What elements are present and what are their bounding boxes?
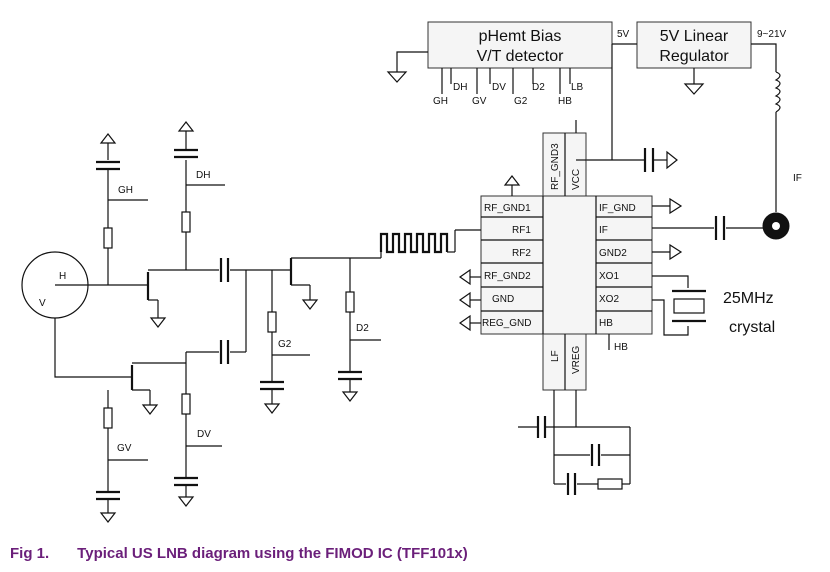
ic-pin-lf: LF xyxy=(550,350,561,362)
loop-filter-resistor-icon xyxy=(597,478,623,490)
figure-number: Fig 1. xyxy=(10,545,50,562)
if-gnd-ground-icon xyxy=(669,197,683,215)
net-d2-label: D2 xyxy=(356,323,369,334)
crystal-label: crystal xyxy=(729,319,775,336)
figure-title: Typical US LNB diagram using the FIMOD I… xyxy=(77,545,468,562)
ic-pin-rf1: RF1 xyxy=(512,225,531,236)
regulator-line1: 5V Linear xyxy=(660,28,729,45)
ic-pin-gnd: GND xyxy=(492,294,514,305)
ic-pin-vcc: VCC xyxy=(571,169,582,190)
net-dv-label: DV xyxy=(197,429,211,440)
five-volt-label: 5V xyxy=(617,29,630,40)
ic-pin-hb: HB xyxy=(599,318,613,329)
net-gv-label: GV xyxy=(117,443,132,454)
probe-h-label: H xyxy=(59,271,66,282)
ic-pin-if: IF xyxy=(599,225,608,236)
detector-net-g2: G2 xyxy=(514,96,528,107)
ic-pin-xo2: XO2 xyxy=(599,294,619,305)
regulator-block: 5V Linear Regulator xyxy=(636,21,752,69)
detector-net-gh: GH xyxy=(433,96,448,107)
net-g2-label: G2 xyxy=(278,339,292,350)
microstrip-filter-icon xyxy=(379,232,449,254)
ic-hb-net-label: HB xyxy=(614,342,628,353)
regulator-line2: Regulator xyxy=(659,48,729,65)
ic-pin-reg-gnd: REG_GND xyxy=(482,318,531,329)
vcc-decoupling-ground-icon xyxy=(666,150,678,170)
input-voltage-label: 9~21V xyxy=(757,29,787,40)
rf-gnd1-ground-icon xyxy=(503,175,521,186)
detector-net-gv: GV xyxy=(472,96,487,107)
bias-detector-line1: pHemt Bias xyxy=(479,28,562,45)
detector-ground-icon xyxy=(386,71,408,83)
detector-pin-lb: LB xyxy=(571,82,584,93)
ic-pin-rf-gnd1: RF_GND1 xyxy=(484,203,531,214)
detector-pin-d2: D2 xyxy=(532,82,545,93)
crystal-frequency: 25MHz xyxy=(723,290,774,307)
second-stage: G2 D2 xyxy=(260,252,382,414)
ic-pin-rf-gnd3: RF_GND3 xyxy=(550,143,561,190)
ic-pin-xo1: XO1 xyxy=(599,271,619,282)
net-dh-label: DH xyxy=(196,170,210,181)
ic-pin-gnd2: GND2 xyxy=(599,248,627,259)
net-gh-label: GH xyxy=(118,185,133,196)
bias-detector-line2: V/T detector xyxy=(477,48,565,65)
ic-pin-rf2: RF2 xyxy=(512,248,531,259)
ic-body xyxy=(480,132,653,391)
figure-caption: Fig 1. Typical US LNB diagram using the F… xyxy=(10,545,468,562)
regulator-ground-icon xyxy=(683,83,705,95)
ic-pin-if-gnd: IF_GND xyxy=(599,203,636,214)
bias-detector-block: pHemt Bias V/T detector xyxy=(427,21,613,69)
left-grounds xyxy=(458,268,481,332)
gnd2-ground-icon xyxy=(669,243,683,261)
v-first-stage: GV DV xyxy=(96,362,222,523)
h-first-stage: GH DH xyxy=(96,121,225,328)
if-output-label: IF xyxy=(793,173,802,184)
detector-pin-dh: DH xyxy=(453,82,467,93)
ic-pin-vreg: VREG xyxy=(571,345,582,374)
ic-pin-rf-gnd2: RF_GND2 xyxy=(484,271,531,282)
loop-filter xyxy=(518,390,631,495)
detector-pin-dv: DV xyxy=(492,82,506,93)
detector-net-hb: HB xyxy=(558,96,572,107)
crystal-icon xyxy=(673,298,705,314)
rf-choke-icon xyxy=(774,71,781,113)
probe-v-label: V xyxy=(39,298,46,309)
